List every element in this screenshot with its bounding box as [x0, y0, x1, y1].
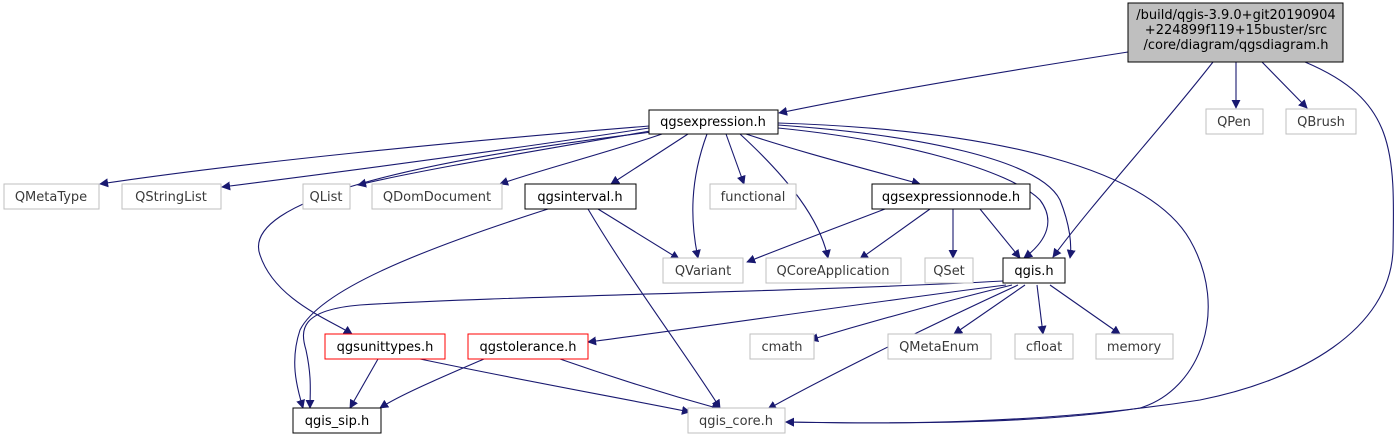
edge-qgstolerance-to-qgis-sip — [379, 358, 485, 409]
node-qgis-sip[interactable]: qgis_sip.h — [292, 407, 382, 434]
node-label: qgsunittypes.h — [337, 340, 434, 355]
node-qgstolerance[interactable]: qgstolerance.h — [467, 333, 589, 360]
edge-qgis-to-cmath — [809, 284, 1013, 342]
node-qgsexpression[interactable]: qgsexpression.h — [648, 109, 779, 135]
node-label: functional — [721, 190, 786, 205]
edge-root-to-qgsexpression — [778, 51, 1129, 116]
node-qpen[interactable]: QPen — [1205, 108, 1264, 135]
edge-qgsunittypes-to-qgis-sip — [349, 358, 379, 409]
edge-qgsexpression-to-qdomdocument — [499, 132, 666, 186]
node-qgsunittypes[interactable]: qgsunittypes.h — [324, 333, 446, 360]
root-line-3: /core/diagram/qgsdiagram.h — [1143, 38, 1328, 53]
edge-qgsexpression-to-qmetatype — [99, 125, 650, 188]
edge-qgsexpression-to-qstringlist — [221, 127, 650, 191]
node-qcoreapplication[interactable]: QCoreApplication — [765, 257, 902, 284]
edge-qgis-to-qgstolerance — [587, 284, 1007, 346]
node-qgsinterval[interactable]: qgsinterval.h — [524, 183, 637, 210]
edges — [99, 51, 1395, 427]
node-qgis[interactable]: qgis.h — [1002, 257, 1066, 284]
edge-qgsexpression-to-qgis — [777, 124, 1076, 259]
root-line-1: /build/qgis-3.9.0+git20190904 — [1136, 8, 1335, 23]
edge-qgsexpression-to-qgsexpressionnode — [745, 133, 921, 187]
node-qset[interactable]: QSet — [924, 257, 974, 284]
edge-qgsexpression-to-qgsunittypes — [257, 131, 653, 335]
node-qmetaenum[interactable]: QMetaEnum — [887, 333, 992, 360]
node-cmath[interactable]: cmath — [749, 333, 815, 360]
edge-qgsinterval-to-qvariant — [597, 208, 680, 260]
node-qdomdocument[interactable]: QDomDocument — [371, 183, 503, 210]
edge-qgis-to-cfloat — [1036, 284, 1047, 335]
edge-qgsinterval-to-qgis-sip — [294, 208, 549, 409]
node-memory[interactable]: memory — [1095, 333, 1174, 360]
edge-root-to-qbrush — [1261, 61, 1308, 109]
node-label: QList — [310, 190, 343, 205]
edge-qgstolerance-to-qgis-core — [559, 358, 721, 412]
node-label: qgstolerance.h — [479, 340, 576, 355]
edge-qgis-to-qmetaenum — [953, 284, 1026, 335]
node-label: QMetaEnum — [899, 340, 979, 355]
node-label: cmath — [761, 340, 802, 355]
node-qgis-core[interactable]: qgis_core.h — [687, 407, 786, 434]
node-label: qgsinterval.h — [537, 190, 622, 205]
edge-root-to-qgis — [1052, 61, 1214, 258]
node-qvariant[interactable]: QVariant — [662, 257, 744, 284]
edge-qgsexpression-to-qgsinterval — [610, 133, 689, 185]
edge-qgsinterval-to-qgis-core — [587, 208, 721, 409]
nodes: /build/qgis-3.9.0+git20190904 +224899f11… — [3, 2, 1357, 434]
edge-qgsexpression-to-qlist — [357, 130, 651, 188]
node-label: QDomDocument — [383, 190, 491, 205]
node-label: QPen — [1217, 115, 1251, 130]
edge-qgsexpression-to-qgis-core — [777, 122, 1209, 427]
node-label: QBrush — [1297, 115, 1345, 130]
node-label: QMetaType — [15, 190, 87, 205]
node-qgsexpressionnode[interactable]: qgsexpressionnode.h — [871, 183, 1031, 210]
edge-qgsunittypes-to-qgis-core — [419, 358, 691, 415]
node-label: QVariant — [675, 264, 731, 279]
edge-qgis-to-qgis-sip — [302, 280, 1004, 409]
node-qlist[interactable]: QList — [302, 183, 351, 210]
edge-qgsexpression-to-qcoreapplication — [739, 133, 831, 259]
node-label: QCoreApplication — [777, 264, 890, 279]
node-label: memory — [1107, 340, 1162, 355]
node-label: cfloat — [1026, 340, 1062, 355]
node-root-qgsdiagram[interactable]: /build/qgis-3.9.0+git20190904 +224899f11… — [1127, 2, 1344, 63]
edge-qgsexpressionnode-to-qgis — [979, 208, 1021, 259]
node-qbrush[interactable]: QBrush — [1285, 108, 1357, 135]
node-label: qgsexpression.h — [660, 115, 766, 130]
node-label: qgsexpressionnode.h — [882, 190, 1020, 205]
root-line-2: +224899f119+15buster/src — [1145, 23, 1327, 38]
edge-qgis-to-memory — [1049, 284, 1121, 335]
node-label: QSet — [933, 264, 965, 279]
edge-qgsexpressionnode-to-qcoreapplication — [859, 208, 931, 260]
node-cfloat[interactable]: cfloat — [1014, 333, 1074, 360]
node-label: qgis_core.h — [699, 414, 773, 429]
edge-qgis-to-qgis-core — [767, 284, 1019, 410]
node-qstringlist[interactable]: QStringList — [121, 183, 222, 210]
node-label: QStringList — [135, 190, 207, 205]
node-qmetatype[interactable]: QMetaType — [3, 183, 100, 210]
node-functional[interactable]: functional — [709, 183, 797, 210]
edge-qgsexpressionnode-to-qvariant — [746, 208, 886, 264]
edge-qgsexpression-to-qvariant — [691, 133, 708, 259]
node-label: qgis_sip.h — [305, 414, 369, 429]
node-label: qgis.h — [1014, 264, 1053, 279]
edge-qgsexpression-to-functional — [725, 133, 746, 185]
